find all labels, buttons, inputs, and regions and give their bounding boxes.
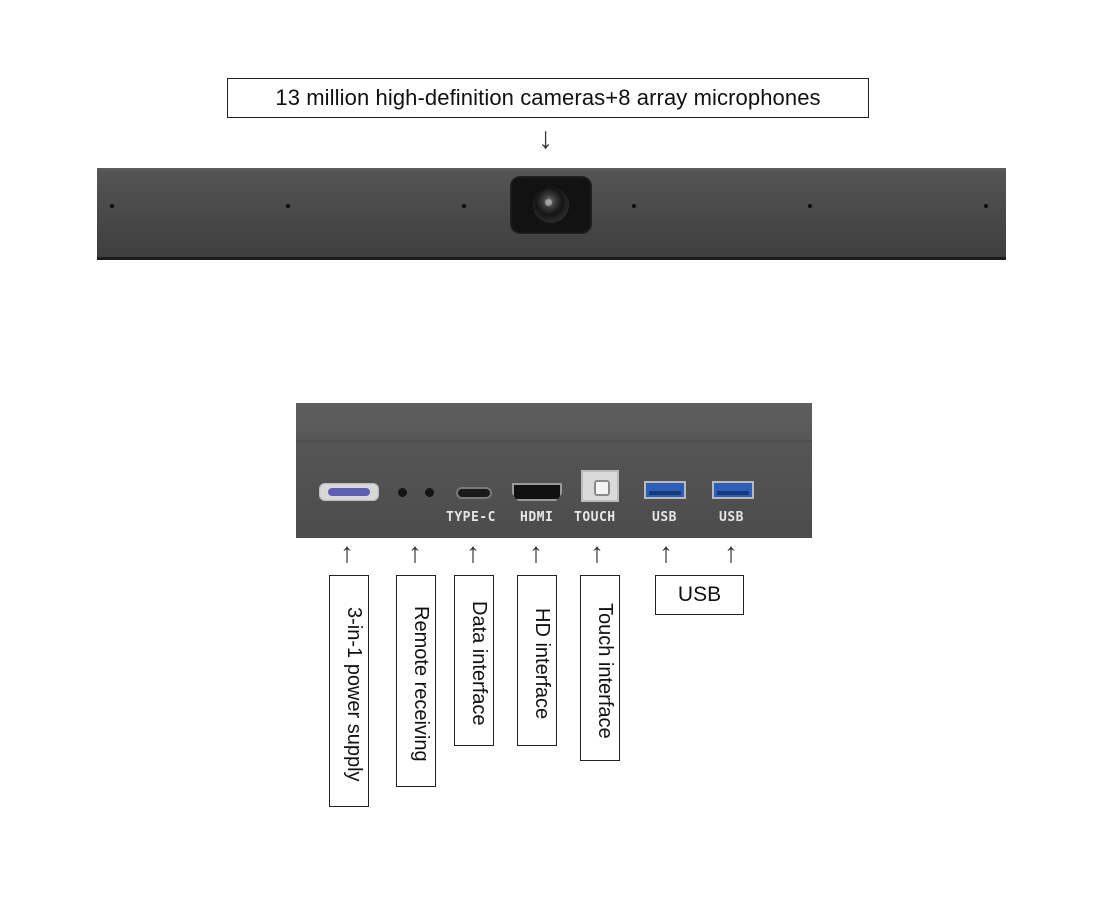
power-port-icon	[319, 483, 379, 501]
arrow-down-icon: ↓	[538, 122, 553, 155]
arrow-up-icon: ↑	[466, 537, 480, 568]
power-supply-label: 3-in-1 power supply	[343, 606, 365, 782]
camera-caption: 13 million high-definition cameras+8 arr…	[275, 85, 821, 110]
microphone-hole	[462, 204, 466, 208]
touch-port-icon	[581, 470, 619, 502]
typec-port-icon	[456, 487, 492, 499]
data-interface-label: Data interface	[468, 601, 490, 726]
touch-interface-callout: Touch interface	[580, 575, 620, 761]
camera-caption-box: 13 million high-definition cameras+8 arr…	[227, 78, 869, 118]
usb-port-icon	[712, 481, 754, 499]
arrow-up-icon: ↑	[408, 537, 422, 568]
hdmi-label: HDMI	[520, 510, 554, 525]
arrow-up-icon: ↑	[340, 537, 354, 568]
camera-lens-icon	[533, 187, 569, 223]
camera-module	[510, 176, 592, 234]
microphone-hole	[110, 204, 114, 208]
remote-receiver-icon	[425, 488, 434, 497]
arrow-up-icon: ↑	[659, 537, 673, 568]
remote-receiving-callout: Remote receiving	[396, 575, 436, 787]
touch-interface-label: Touch interface	[594, 603, 616, 739]
usb-label: USB	[652, 510, 677, 525]
port-panel: TYPE-C HDMI TOUCH USB USB	[296, 403, 812, 538]
microphone-hole	[984, 204, 988, 208]
hd-interface-callout: HD interface	[517, 575, 557, 746]
power-supply-callout: 3-in-1 power supply	[329, 575, 369, 807]
power-port-slot	[328, 488, 370, 496]
touch-label: TOUCH	[574, 510, 616, 525]
lens-highlight	[545, 199, 552, 206]
usb-callout: USB	[655, 575, 744, 615]
remote-receiver-icon	[398, 488, 407, 497]
microphone-hole	[286, 204, 290, 208]
data-interface-callout: Data interface	[454, 575, 494, 746]
hdmi-port-icon	[512, 483, 562, 501]
microphone-hole	[632, 204, 636, 208]
typec-label: TYPE-C	[446, 510, 496, 525]
microphone-hole	[808, 204, 812, 208]
usb-label: USB	[719, 510, 744, 525]
usb-port-icon	[644, 481, 686, 499]
camera-bar	[97, 168, 1006, 260]
remote-receiving-label: Remote receiving	[410, 606, 432, 762]
arrow-up-icon: ↑	[529, 537, 543, 568]
arrow-up-icon: ↑	[724, 537, 738, 568]
arrow-up-icon: ↑	[590, 537, 604, 568]
touch-port-inner	[594, 480, 610, 496]
usb-callout-label: USB	[677, 583, 722, 606]
hd-interface-label: HD interface	[531, 607, 553, 720]
